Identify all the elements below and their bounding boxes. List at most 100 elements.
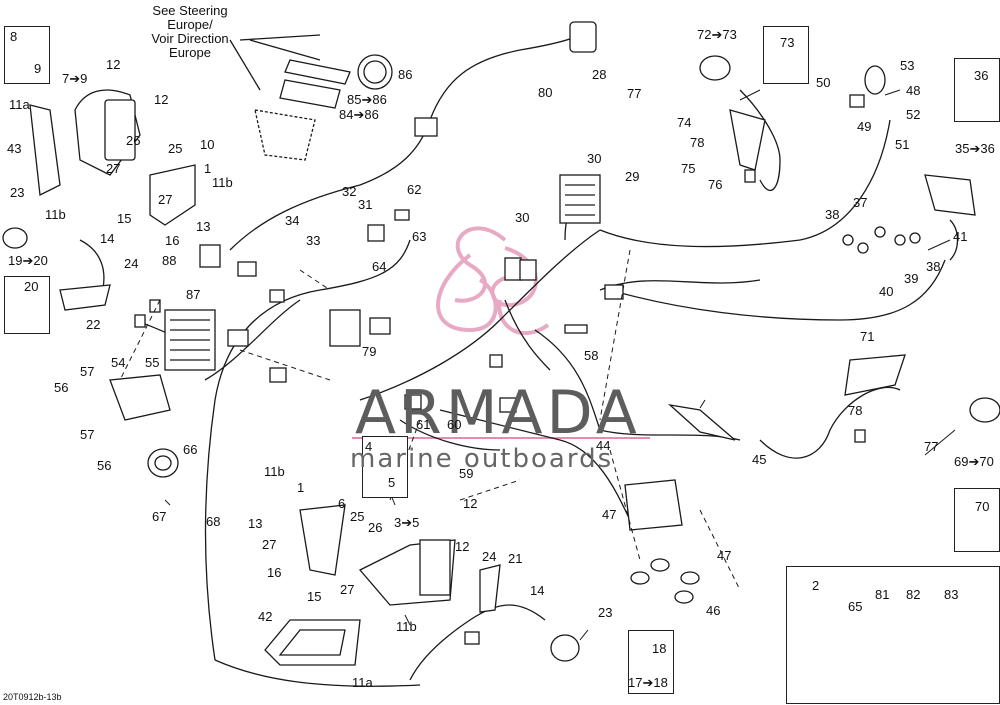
callout-label: 65 <box>848 599 863 614</box>
callout-label: 56 <box>54 380 69 395</box>
callout-label: 11a <box>352 675 373 690</box>
callout-label: 28 <box>592 67 607 82</box>
headlamp-right <box>264 539 456 666</box>
connectors <box>134 21 866 645</box>
callout-label: 30 <box>515 210 530 225</box>
bulb-box-36 <box>954 58 1000 122</box>
brackets <box>59 109 906 613</box>
callout-label: 41 <box>953 229 968 244</box>
grommets <box>630 226 921 604</box>
callout-label: 12 <box>463 496 478 511</box>
callout-label: 24 <box>482 549 497 564</box>
callout-label: 46 <box>706 603 721 618</box>
callout-label: 33 <box>306 233 321 248</box>
bulb-box-18 <box>628 630 674 694</box>
callout-label: 82 <box>906 587 921 602</box>
callout-label: 15 <box>307 589 322 604</box>
callout-label: 80 <box>538 85 553 100</box>
callout-label: 57 <box>80 364 95 379</box>
callout-label: 2 <box>812 578 820 593</box>
callout-label: 31 <box>358 197 373 212</box>
callout-label: 19➔20 <box>8 253 48 268</box>
callout-label: 4 <box>365 439 373 454</box>
drawing-code: 20T0912b-13b <box>3 692 62 702</box>
callout-label: 26 <box>368 520 383 535</box>
callout-label: 3➔5 <box>394 515 420 530</box>
callout-label: 38 <box>926 259 941 274</box>
callout-label: 79 <box>362 344 377 359</box>
callout-label: 40 <box>879 284 894 299</box>
bulb-box-8 <box>4 26 50 84</box>
callout-label: 72➔73 <box>697 27 737 42</box>
note-line: Europe <box>169 45 211 60</box>
callout-label: 47 <box>717 548 732 563</box>
callout-label: 59 <box>459 466 474 481</box>
callout-label: 11b <box>45 207 66 222</box>
callout-label: 83 <box>944 587 959 602</box>
callout-label: 27 <box>106 161 121 176</box>
callout-label: 58 <box>584 348 599 363</box>
callout-label: 27 <box>158 192 173 207</box>
callout-label: 17➔18 <box>628 675 668 690</box>
callout-label: 54 <box>111 355 126 370</box>
callout-label: 47 <box>602 507 617 522</box>
callout-label: 23 <box>598 605 613 620</box>
callout-label: 86 <box>398 67 413 82</box>
callout-label: 9 <box>34 61 42 76</box>
callout-label: 26 <box>126 133 141 148</box>
bulb-box-73 <box>763 26 809 84</box>
callout-label: 13 <box>196 219 211 234</box>
callout-label: 68 <box>206 514 221 529</box>
callout-label: 16 <box>267 565 282 580</box>
callout-label: 39 <box>904 271 919 286</box>
callout-label: 11a <box>9 97 30 112</box>
callout-label: 55 <box>145 355 160 370</box>
watermark-title: ARMADA <box>355 378 641 448</box>
armada-logo-icon <box>436 226 550 336</box>
callout-label: 25 <box>168 141 183 156</box>
callout-label: 1 <box>204 161 212 176</box>
callout-label: 74 <box>677 115 692 130</box>
callout-label: 57 <box>80 427 95 442</box>
watermark-subtitle: marine outboards <box>350 444 614 474</box>
note-arrows <box>229 34 321 91</box>
steering-note: See Steering Europe/ Voir Direction Euro… <box>140 4 240 60</box>
note-line: Voir Direction <box>151 31 229 46</box>
fuse-block <box>164 174 601 371</box>
callout-label: 11b <box>212 175 233 190</box>
callout-label: 20 <box>24 279 39 294</box>
callout-label: 73 <box>780 35 795 50</box>
main-harness <box>79 34 959 687</box>
callout-label: 36 <box>974 68 989 83</box>
callout-label: 62 <box>407 182 422 197</box>
callout-label: 23 <box>10 185 25 200</box>
callout-label: 24 <box>124 256 139 271</box>
callout-label: 53 <box>900 58 915 73</box>
callout-label: 88 <box>162 253 177 268</box>
callout-label: 69➔70 <box>954 454 994 469</box>
callout-label: 52 <box>906 107 921 122</box>
callout-label: 71 <box>860 329 875 344</box>
callout-label: 22 <box>86 317 101 332</box>
bulb-box-4 <box>362 436 408 498</box>
callout-label: 8 <box>10 29 18 44</box>
callout-label: 50 <box>816 75 831 90</box>
callout-label: 38 <box>825 207 840 222</box>
callout-label: 63 <box>412 229 427 244</box>
callout-label: 60 <box>447 417 462 432</box>
callout-label: 32 <box>342 184 357 199</box>
callout-label: 6 <box>338 496 346 511</box>
callout-label: 16 <box>165 233 180 248</box>
callout-label: 11b <box>264 464 285 479</box>
callout-label: 21 <box>508 551 523 566</box>
lamps <box>2 55 1000 662</box>
note-line: Europe/ <box>167 17 213 32</box>
callout-label: 15 <box>117 211 132 226</box>
callout-label: 27 <box>262 537 277 552</box>
callout-label: 76 <box>708 177 723 192</box>
callout-label: 18 <box>652 641 667 656</box>
gauge-cluster <box>254 54 393 161</box>
note-line: See Steering <box>152 3 228 18</box>
callout-label: 12 <box>455 539 470 554</box>
